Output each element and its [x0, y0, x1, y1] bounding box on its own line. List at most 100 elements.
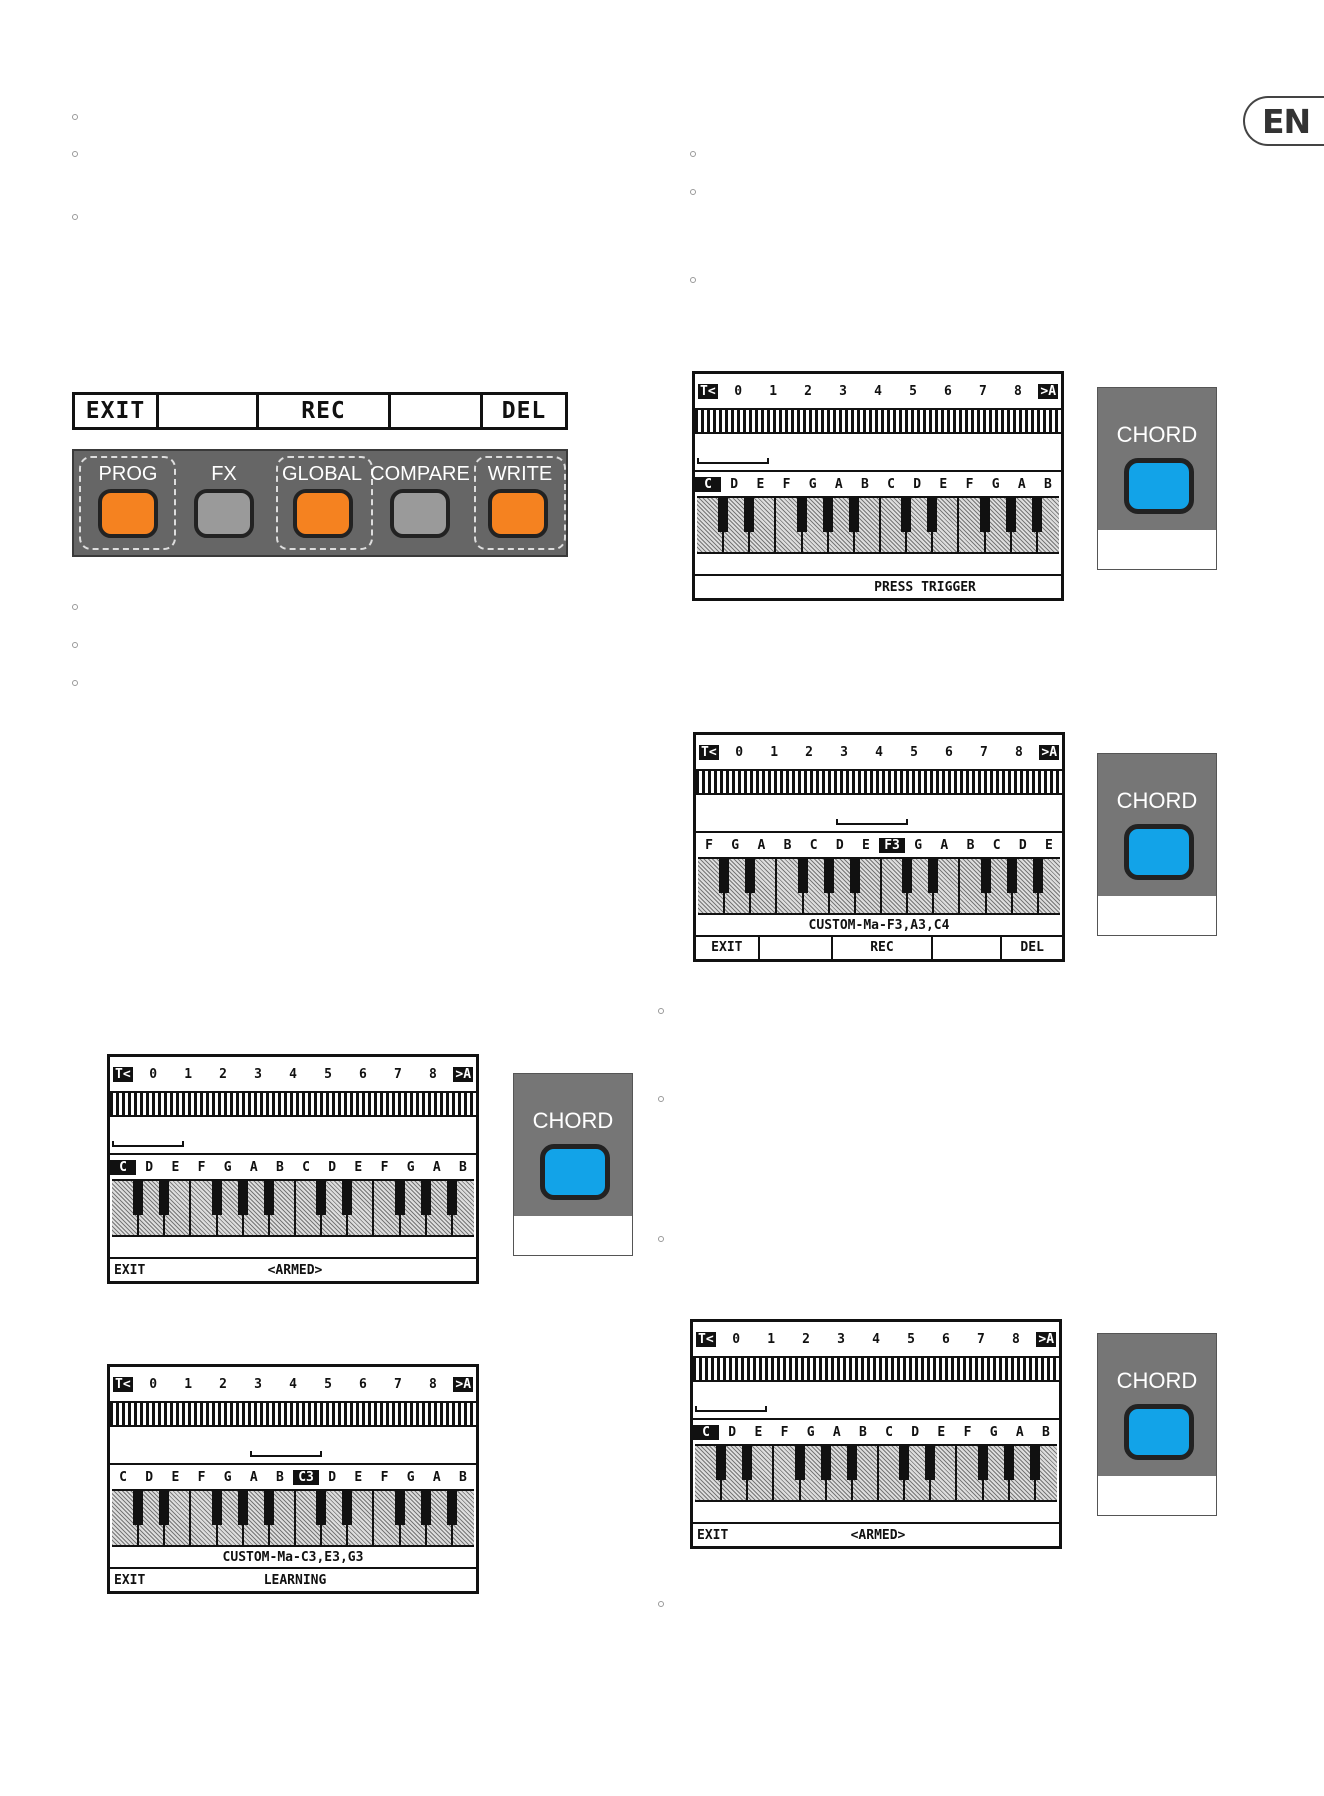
note-name: C	[119, 1469, 127, 1485]
black-key	[159, 1181, 170, 1215]
chord-button[interactable]	[540, 1144, 610, 1200]
note-name: E	[354, 1469, 363, 1485]
global-button[interactable]	[293, 489, 353, 538]
black-key	[1006, 859, 1017, 893]
black-key	[794, 1446, 805, 1480]
list-bullet	[72, 151, 78, 157]
note-name: F	[782, 476, 791, 492]
black-key	[849, 859, 860, 893]
chord-button[interactable]	[1124, 1404, 1194, 1460]
softkey-center: <ARMED>	[267, 1262, 323, 1278]
note-name: B	[861, 476, 869, 492]
note-name: C	[693, 1424, 720, 1440]
list-bullet	[690, 277, 696, 283]
octave-number: 7	[980, 744, 988, 760]
range-indicator-row	[696, 795, 1062, 833]
note-name: G	[223, 1159, 232, 1175]
note-name: B	[276, 1159, 284, 1175]
note-name: B	[1043, 476, 1052, 492]
piano-keys	[695, 1444, 1057, 1502]
keyboard-strip	[110, 1401, 476, 1427]
octave-right-tag: >A	[1038, 383, 1059, 399]
note-name: G	[808, 476, 817, 492]
note-name: F	[780, 1424, 789, 1440]
white-key-divider	[775, 859, 778, 913]
octave-number: 3	[840, 744, 848, 760]
note-name: G	[806, 1424, 815, 1440]
note-name: C	[885, 1424, 893, 1440]
list-bullet	[690, 151, 696, 157]
white-key-divider	[294, 1181, 296, 1235]
keyboard-strip	[696, 769, 1062, 795]
octave-number: 2	[804, 383, 812, 399]
softkey-line: EXIT<ARMED>	[693, 1524, 1059, 1546]
dashed-group-global	[276, 456, 373, 550]
white-key-divider	[189, 1491, 192, 1545]
chord-panel: CHORD	[513, 1073, 633, 1256]
octave-number: 4	[874, 383, 882, 399]
note-name: B	[276, 1469, 284, 1485]
note-name: F	[197, 1469, 206, 1485]
white-key-divider	[955, 1446, 958, 1500]
note-name: E	[756, 476, 765, 492]
note-name: E	[354, 1159, 363, 1175]
note-name: B	[783, 837, 792, 853]
chord-button[interactable]	[1124, 824, 1194, 880]
white-key-divider	[294, 1491, 296, 1545]
octave-number: 1	[184, 1066, 193, 1082]
black-key	[742, 1446, 753, 1480]
black-key	[237, 1181, 248, 1215]
octave-number: 8	[428, 1376, 437, 1392]
note-name: D	[328, 1159, 337, 1175]
chord-name-line: CUSTOM-Ma-C3,E3,G3	[110, 1547, 476, 1569]
octave-right-tag: >A	[1036, 1331, 1057, 1347]
prog-button[interactable]	[98, 489, 158, 538]
octave-number: 6	[359, 1376, 367, 1392]
chord-button[interactable]	[1124, 458, 1194, 514]
write-button[interactable]	[488, 489, 548, 538]
range-bracket	[112, 1141, 184, 1147]
compare-button[interactable]	[390, 489, 450, 538]
white-key-divider	[189, 1181, 192, 1235]
black-key	[823, 859, 834, 893]
octave-right-tag: >A	[1039, 744, 1060, 760]
note-name: D	[835, 837, 844, 853]
language-badge: EN	[1243, 96, 1324, 146]
black-key	[133, 1181, 144, 1215]
black-key	[133, 1491, 144, 1525]
lcd-softkey-exit: EXIT	[75, 395, 159, 427]
octave-number: 0	[149, 1376, 158, 1392]
octave-number: 3	[839, 383, 847, 399]
note-name: G	[406, 1469, 415, 1485]
chord-label: CHORD	[532, 1108, 614, 1133]
note-name: C	[302, 1159, 310, 1175]
range-bracket	[836, 819, 908, 825]
fx-button[interactable]	[194, 489, 254, 538]
note-name: E	[937, 1424, 946, 1440]
note-name: A	[1017, 476, 1026, 492]
chord-name-line	[695, 554, 1061, 576]
black-key	[980, 859, 991, 893]
octave-number: 2	[802, 1331, 810, 1347]
piano-keys	[698, 857, 1060, 915]
black-key	[211, 1491, 222, 1525]
octave-number: 7	[394, 1066, 402, 1082]
white-key-divider	[880, 859, 882, 913]
chord-name-line	[693, 1502, 1059, 1524]
black-key	[263, 1491, 274, 1525]
black-key	[211, 1181, 222, 1215]
lcd-softkey-del: DEL	[501, 398, 547, 424]
list-bullet	[658, 1601, 664, 1607]
octave-left-tag: T<	[113, 1376, 133, 1392]
black-key	[1003, 1446, 1014, 1480]
note-name: D	[728, 1424, 737, 1440]
black-key	[342, 1491, 353, 1525]
white-key-divider	[958, 859, 961, 913]
note-name: B	[1041, 1424, 1050, 1440]
prog-label: PROG	[98, 463, 158, 485]
black-key	[718, 498, 729, 532]
note-name: B	[458, 1469, 467, 1485]
octave-number: 7	[394, 1376, 402, 1392]
